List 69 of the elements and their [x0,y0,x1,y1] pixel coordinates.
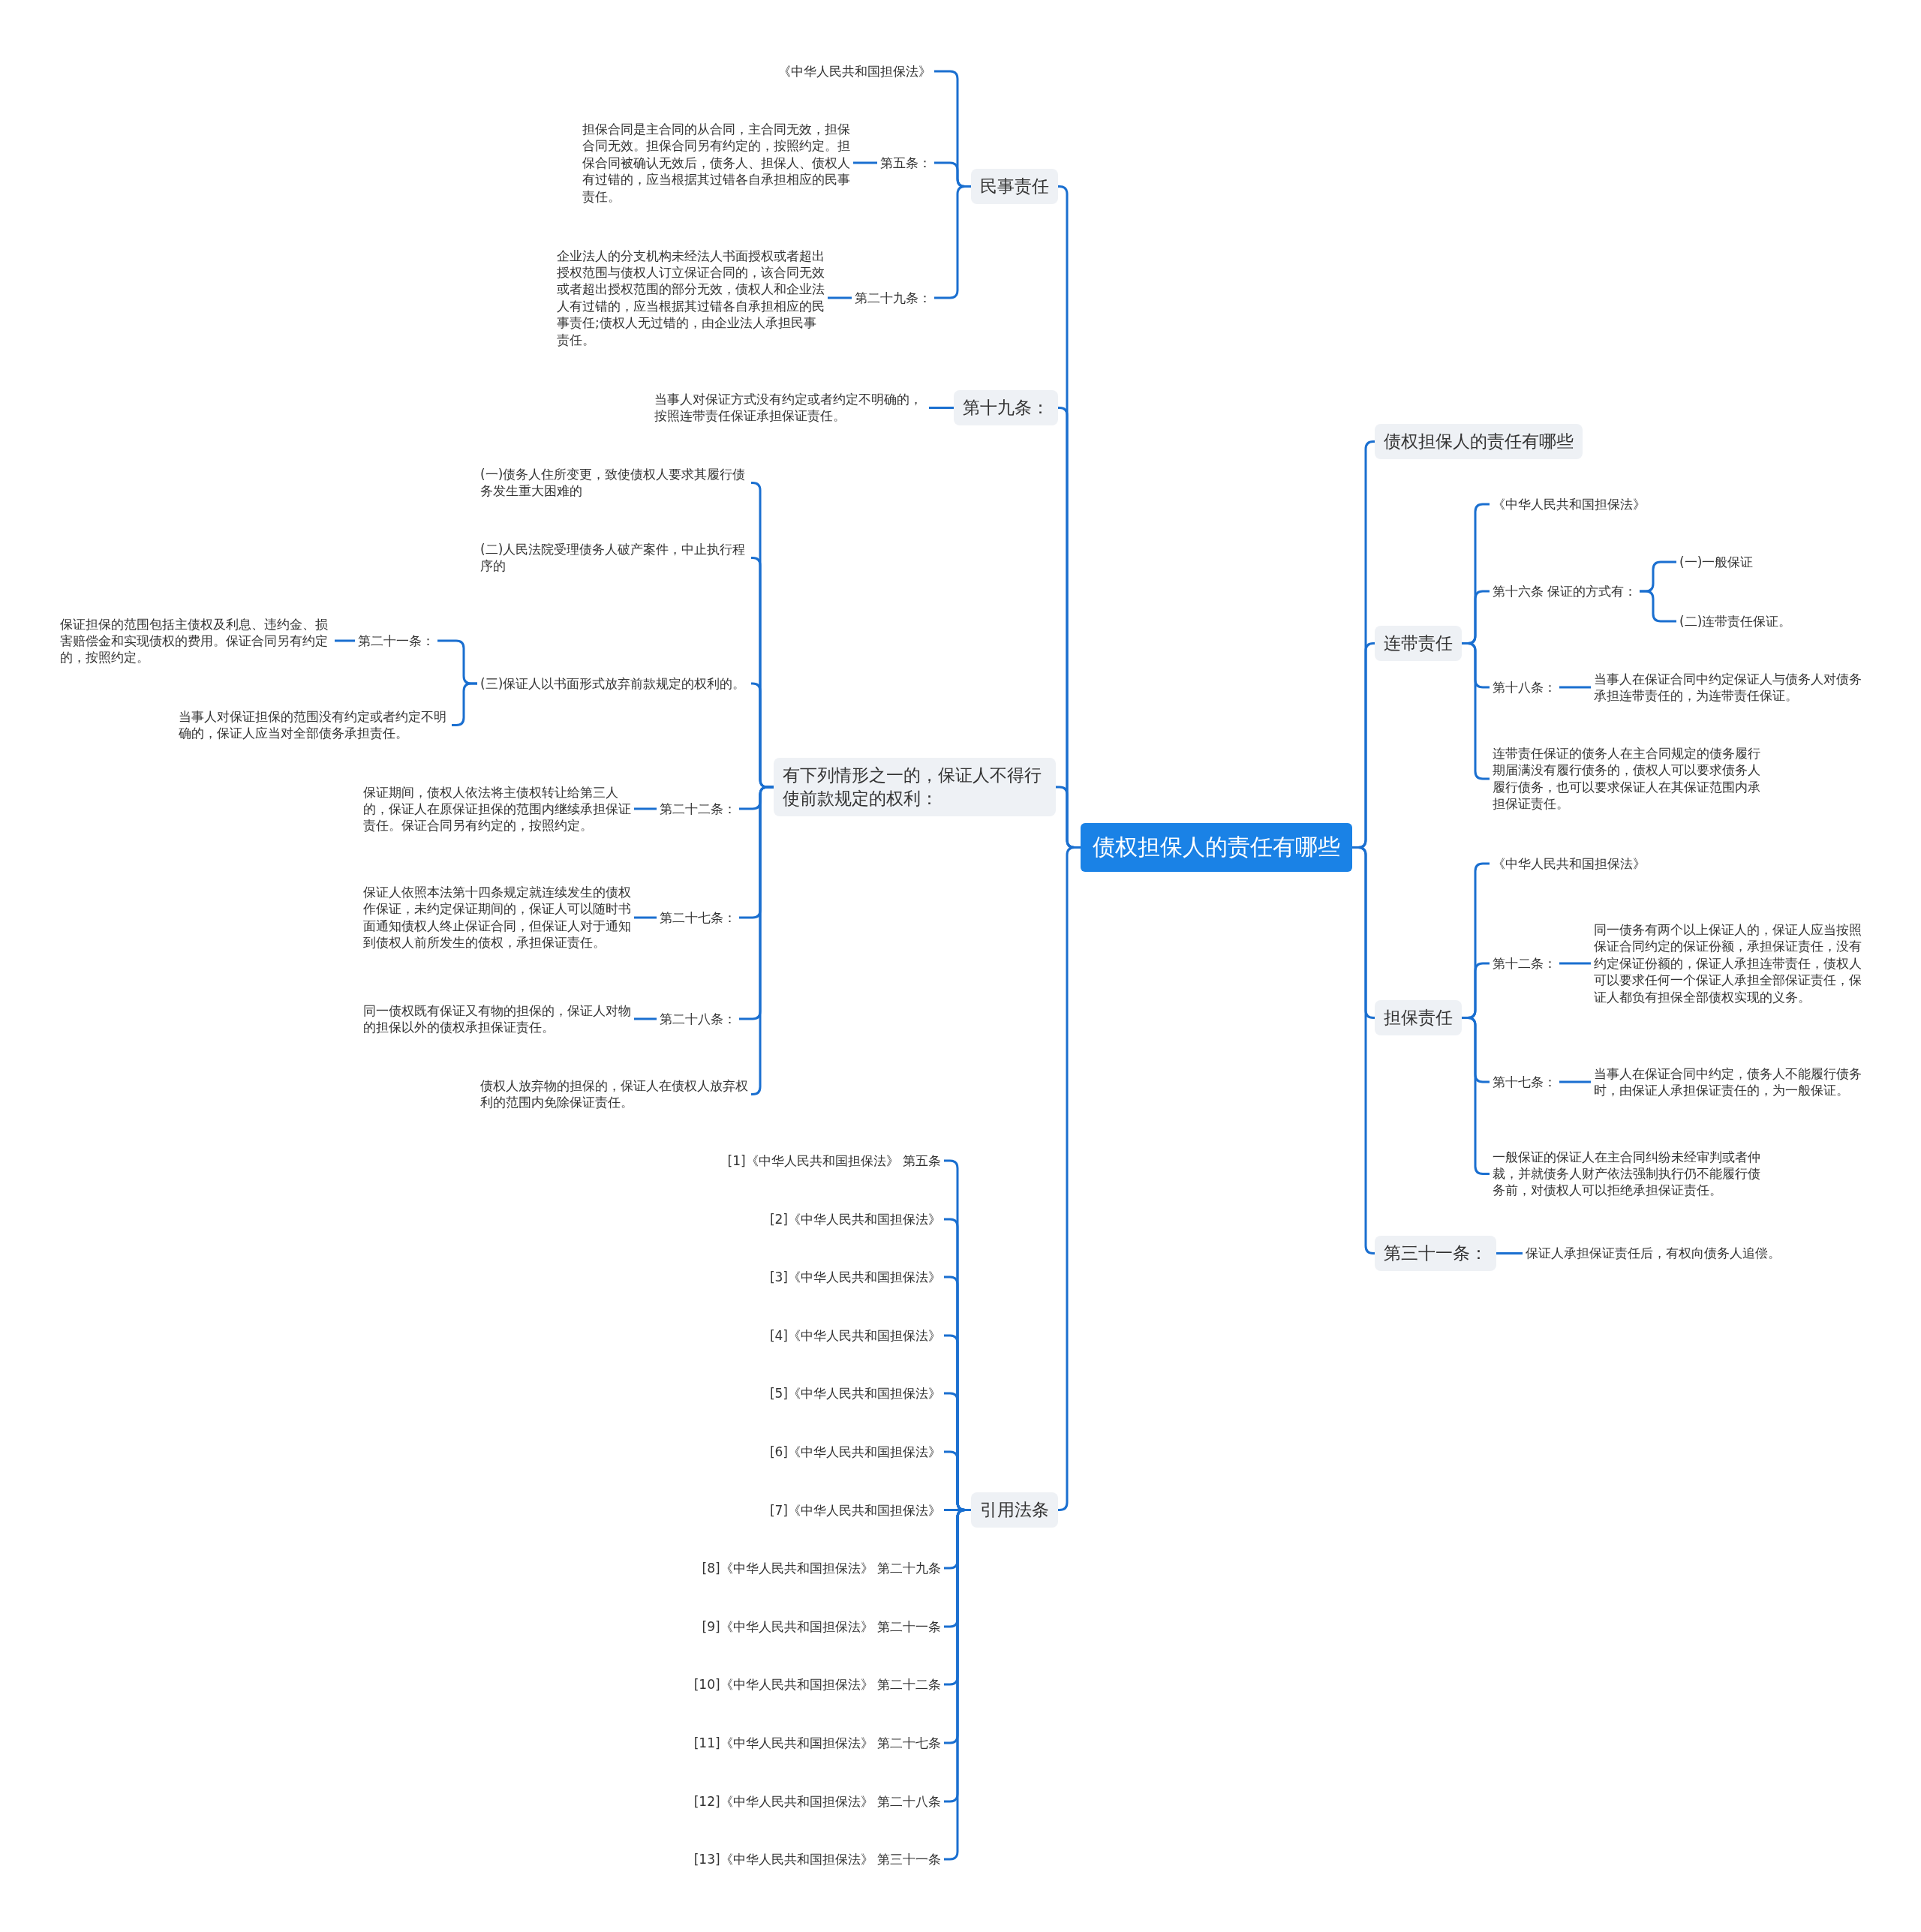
topic-text: 第二十二条： [657,799,739,819]
topic-text: (二)连带责任保证。 [1676,611,1795,632]
topic-text: 保证期间，债权人依法将主债权转让给第三人的，保证人在原保证担保的范围内继续承担保证责任。保证合同另有约定的，按照约定。 [360,782,634,836]
connector-line [853,161,877,164]
topic-text: 第二十一条： [355,631,437,651]
topic-box: 担保责任 [1375,999,1462,1035]
topic-box: 有下列情形之一的，保证人不得行使前款规定的权利： [774,758,1056,817]
topic-text: [3]《中华人民共和国担保法》 [766,1267,944,1287]
connector-line [335,639,355,642]
connector-line [944,1509,971,1861]
connector-line [929,407,954,409]
topic-box: 第十九条： [954,389,1058,425]
topic-text: 企业法人的分支机构未经法人书面授权或者超出授权范围与债权人订立保证合同的，该合同无效或者超出授权范围的部分无效，债权人和企业法人有过错的，应当根据其过错各自承担相应的民事责任;债权人无过错的，由企业法人承担民事责任。 [554,245,828,350]
topic-text: 第十八条： [1490,678,1559,698]
topic-text: 一般保证的保证人在主合同纠纷未经审判或者仲裁，并就债务人财产依法强制执行仍不能履行债务前，对债权人可以拒绝承担保证责任。 [1490,1146,1763,1200]
central-topic: 债权担保人的责任有哪些 [1081,822,1352,872]
topic-box: 第三十一条： [1375,1235,1496,1271]
topic-text: [5]《中华人民共和国担保法》 [766,1384,944,1404]
topic-text: 保证人依照本法第十四条规定就连续发生的债权作保证，未约定保证期间的，保证人可以随时书面通知债权人终止保证合同，但保证人对于通知到债权人前所发生的债权，承担保证责任。 [360,882,634,953]
topic-text: 当事人在保证合同中约定保证人与债务人对债务承担连带责任的，为连带责任保证。 [1591,669,1865,706]
topic-text: [9]《中华人民共和国担保法》 第二十一条 [699,1616,944,1637]
topic-text: 保证人承担保证责任后，有权向债务人追偿。 [1523,1243,1784,1263]
topic-text: 第二十九条： [852,288,934,308]
topic-text: [2]《中华人民共和国担保法》 [766,1209,944,1230]
topic-text: (二)人民法院受理债务人破产案件，中止执行程序的 [477,539,751,576]
topic-text: 保证担保的范围包括主债权及利息、违约金、损害赔偿金和实现债权的费用。保证合同另有约定的，按照约定。 [57,614,335,668]
topic-text: 第十七条： [1490,1072,1559,1092]
connector-line [1640,590,1676,623]
connector-line [1559,1080,1591,1083]
topic-text: 连带责任保证的债务人在主合同规定的债务履行期届满没有履行债务的，债权人可以要求债务人履行债务，也可以要求保证人在其保证范围内承担保证责任。 [1490,744,1763,814]
topic-text: 第五条： [877,153,934,173]
topic-text: 《中华人民共和国担保法》 [1490,854,1649,874]
topic-box: 引用法条 [971,1492,1058,1528]
topic-text: 《中华人民共和国担保法》 [775,62,934,82]
topic-text: 第十二条： [1490,954,1559,974]
topic-text: 当事人对保证担保的范围没有约定或者约定不明确的，保证人应当对全部债务承担责任。 [176,706,452,744]
topic-text: 当事人在保证合同中约定，债务人不能履行债务时，由保证人承担保证责任的，为一般保证。 [1591,1063,1865,1101]
connector-line [634,807,657,810]
topic-text: [12]《中华人民共和国担保法》 第二十八条 [690,1791,944,1812]
connector-line [750,786,774,1095]
topic-text: [7]《中华人民共和国担保法》 [766,1500,944,1521]
topic-text: [6]《中华人民共和国担保法》 [766,1442,944,1462]
topic-box: 连带责任 [1375,625,1462,661]
topic-text: [11]《中华人民共和国担保法》 第二十七条 [690,1733,944,1753]
topic-box: 债权担保人的责任有哪些 [1375,423,1583,459]
topic-text: 第二十八条： [657,1009,739,1029]
topic-text: 债权人放弃物的担保的，保证人在债权人放弃权利的范围内免除保证责任。 [477,1075,751,1113]
topic-text: 当事人对保证方式没有约定或者约定不明确的，按照连带责任保证承担保证责任。 [651,389,929,426]
topic-text: 第十六条 保证的方式有： [1490,581,1640,602]
connector-line [1559,962,1591,965]
connector-line [634,916,657,919]
topic-text: 同一债务有两个以上保证人的，保证人应当按照保证合同约定的保证份额，承担保证责任，没有约定保证份额的，保证人承担连带责任，债权人可以要求任何一个保证人承担全部保证责任，保证人都负有担保全部债权实现的义务。 [1591,920,1865,1008]
topic-text: (一)一般保证 [1676,552,1757,572]
topic-text: 《中华人民共和国担保法》 [1490,494,1649,515]
connector-line [828,296,852,299]
topic-text: (三)保证人以书面形式放弃前款规定的权利的。 [477,674,751,694]
connector-line [1559,686,1591,689]
connector-line [1496,1252,1523,1254]
connector-line [634,1017,657,1020]
topic-box: 民事责任 [971,168,1058,204]
topic-text: 担保合同是主合同的从合同，主合同无效，担保合同无效。担保合同另有约定的，按照约定。担保合同被确认无效后，债务人、担保人、债权人有过错的，应当根据其过错各自承担相应的民事责任。 [579,119,853,207]
topic-text: [10]《中华人民共和国担保法》 第二十二条 [690,1675,944,1695]
topic-text: [1]《中华人民共和国担保法》 第五条 [724,1151,944,1171]
topic-text: [13]《中华人民共和国担保法》 第三十一条 [690,1849,944,1870]
topic-text: 第二十七条： [657,908,739,928]
topic-text: 同一债权既有保证又有物的担保的，保证人对物的担保以外的债权承担保证责任。 [360,1000,634,1038]
topic-text: (一)债务人住所变更，致使债权人要求其履行债务发生重大困难的 [477,464,751,501]
topic-text: [4]《中华人民共和国担保法》 [766,1325,944,1346]
topic-text: [8]《中华人民共和国担保法》 第二十九条 [699,1558,944,1579]
